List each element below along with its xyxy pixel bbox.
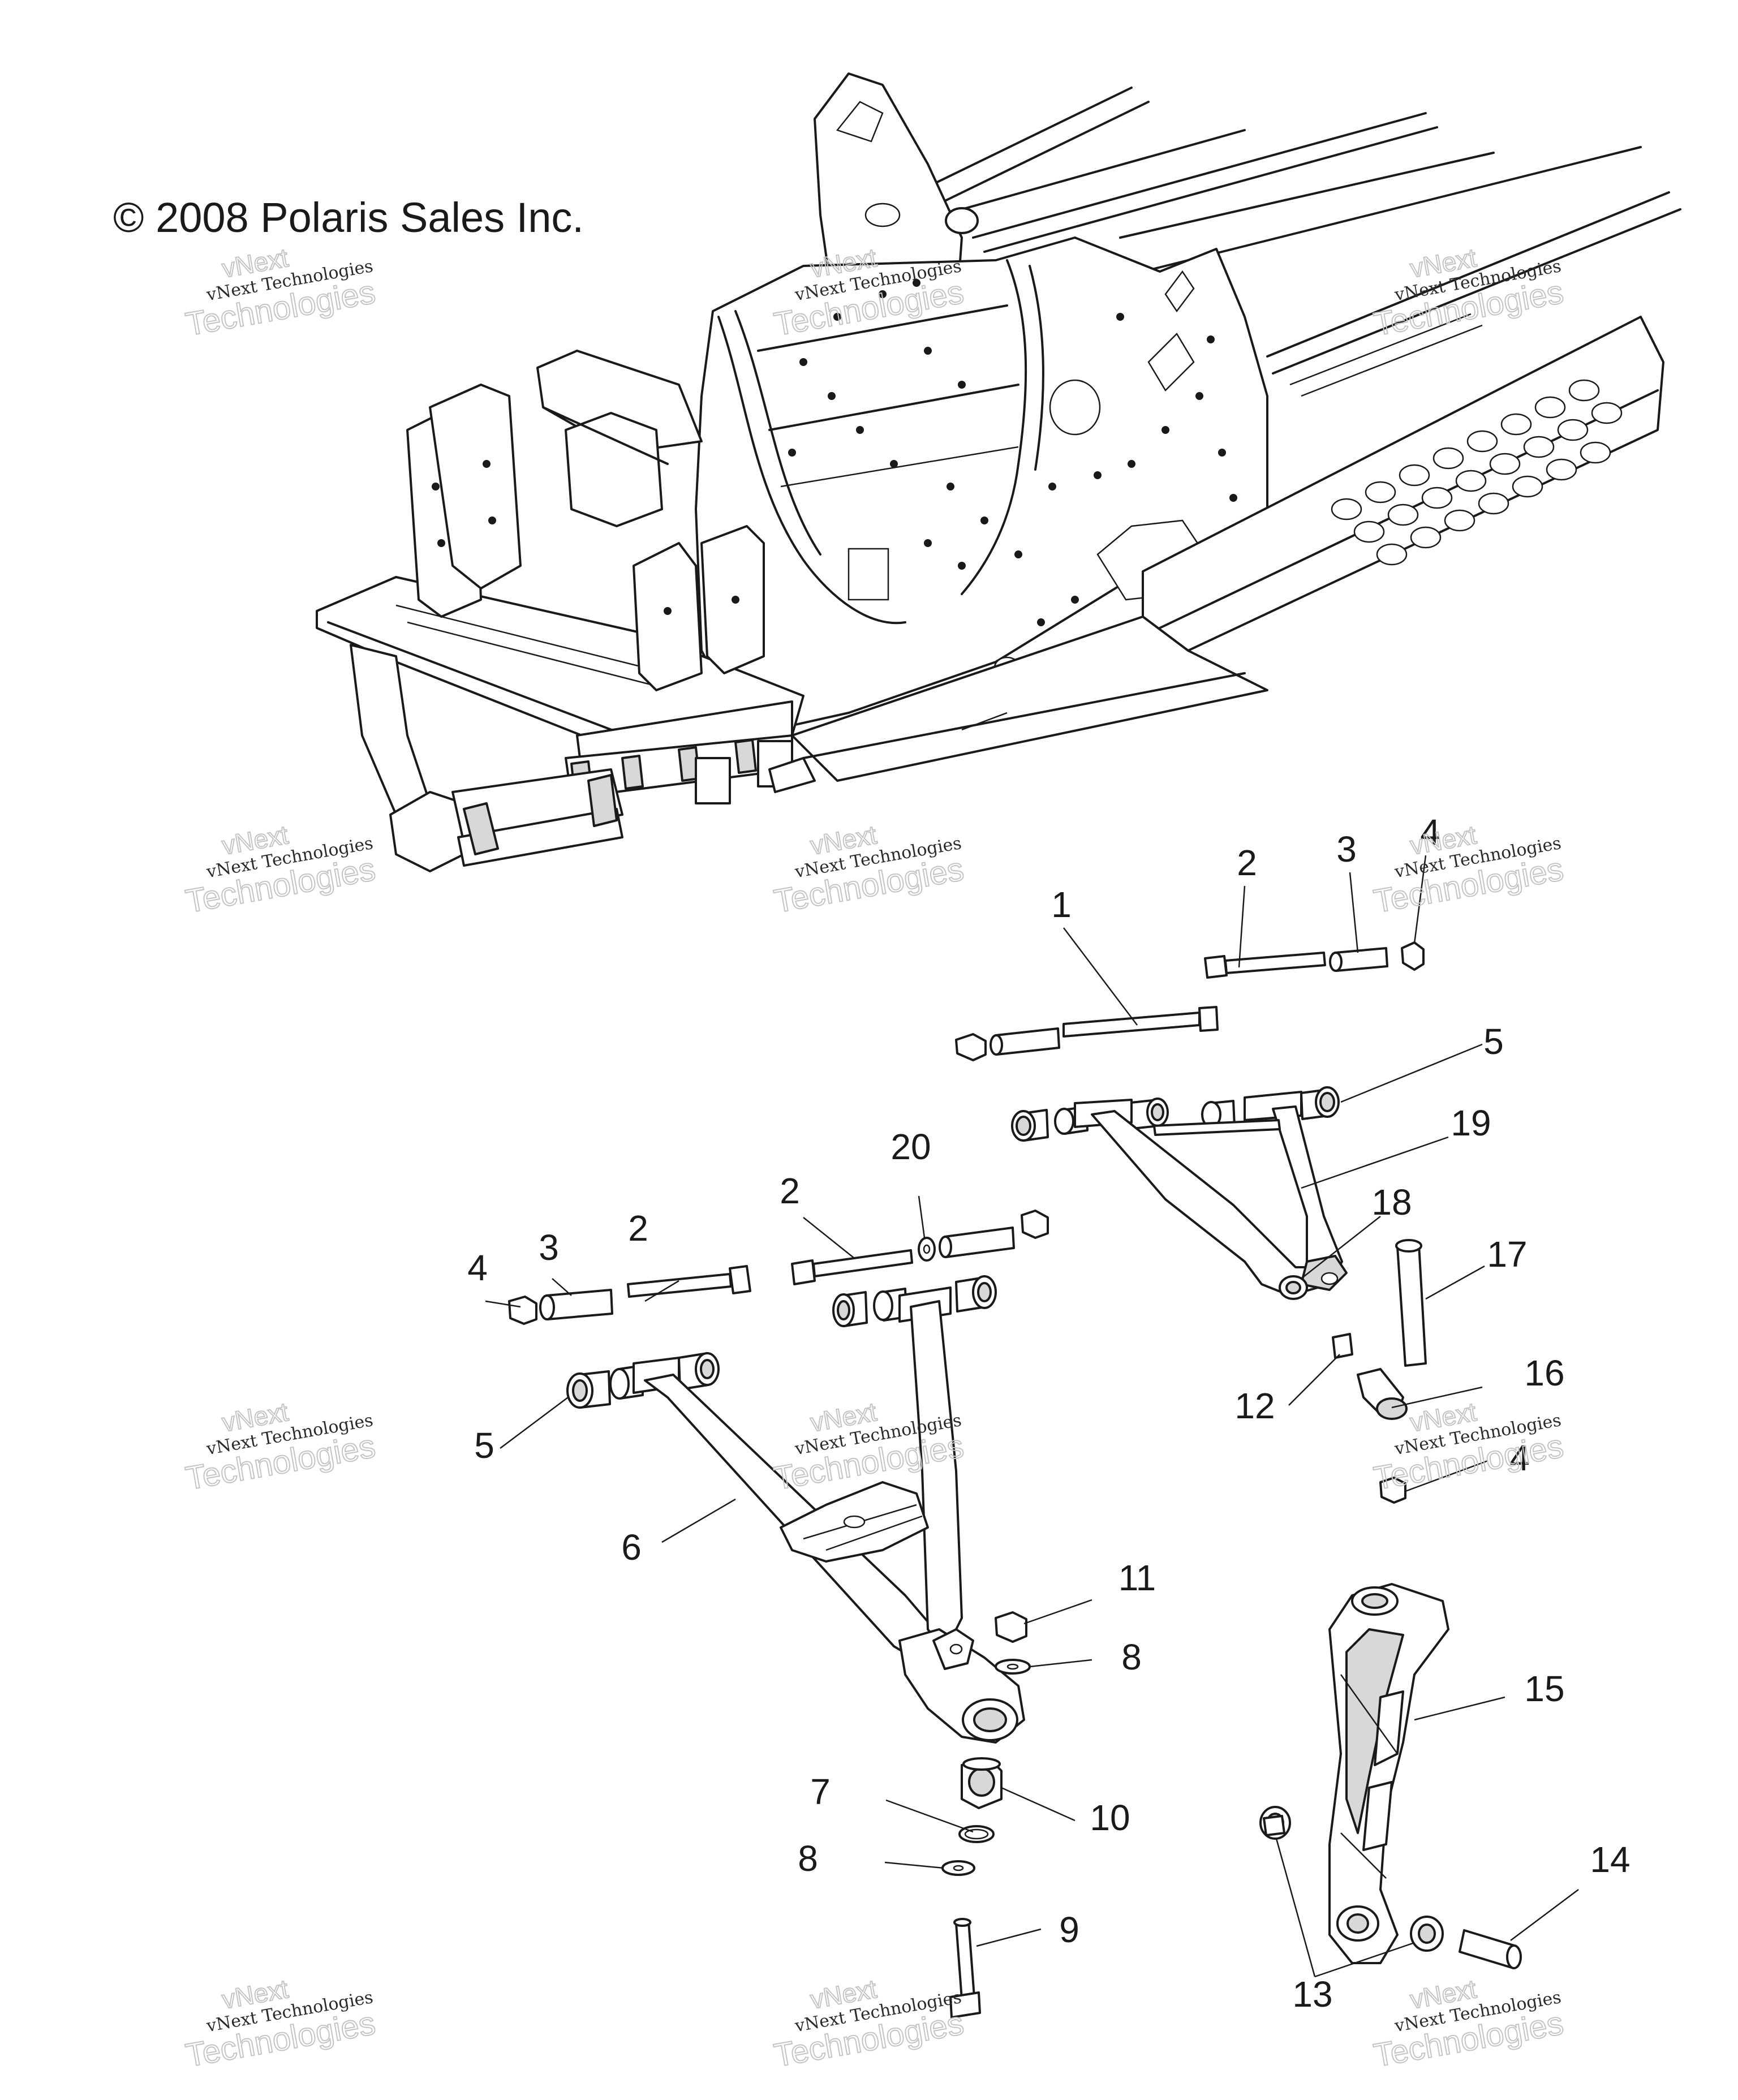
callout-19: 19 (1451, 1103, 1491, 1143)
callout-3-left: 3 (539, 1227, 559, 1268)
spindle-assembly (1259, 1583, 1522, 1969)
callout-16: 16 (1524, 1353, 1564, 1393)
watermark-11: vNext vNext Technologies Technologies (771, 1973, 967, 2075)
callout-8-lower: 8 (798, 1838, 818, 1879)
callout-5-right: 5 (1483, 1021, 1504, 1062)
a-arm-19 (1074, 1091, 1348, 1297)
watermark-1: vNext vNext Technologies Technologies (183, 242, 379, 343)
callout-4-upper: 4 (1420, 812, 1440, 853)
callout-12: 12 (1234, 1385, 1275, 1426)
bolt-2-middle (791, 1249, 913, 1285)
leader-lines (485, 855, 1579, 1978)
bolt-2-upper (1204, 952, 1326, 979)
callout-15: 15 (1524, 1668, 1564, 1709)
right-upper-arm-assembly (955, 941, 1427, 1504)
runningboard-holes (1331, 379, 1623, 566)
callout-18: 18 (1371, 1182, 1412, 1223)
callout-2-middle: 2 (780, 1171, 800, 1211)
callout-11: 11 (1118, 1557, 1156, 1598)
a-arm-6 (633, 1286, 1025, 1744)
callout-6: 6 (621, 1527, 642, 1568)
callout-14: 14 (1590, 1839, 1630, 1880)
callout-10: 10 (1090, 1797, 1130, 1838)
callout-20: 20 (890, 1126, 931, 1167)
copyright-text: © 2008 Polaris Sales Inc. (113, 194, 584, 241)
bolt-1 (1062, 1006, 1219, 1038)
callout-1: 1 (1051, 884, 1072, 925)
left-lower-arm-assembly (508, 1210, 1049, 2019)
watermark-3: vNext vNext Technologies Technologies (1371, 242, 1567, 343)
callout-8-upper: 8 (1121, 1637, 1142, 1677)
watermark-6: vNext vNext Technologies Technologies (1371, 819, 1567, 920)
callout-2-left: 2 (628, 1208, 648, 1249)
callout-9: 9 (1059, 1909, 1079, 1950)
callout-13: 13 (1292, 1974, 1332, 2015)
watermark-10: vNext vNext Technologies Technologies (183, 1973, 379, 2075)
rivet-dots (788, 279, 1237, 626)
callout-4-lower: 4 (1509, 1438, 1530, 1478)
callout-7: 7 (810, 1771, 831, 1812)
callout-17: 17 (1487, 1234, 1527, 1275)
watermark-5: vNext vNext Technologies Technologies (771, 819, 967, 920)
watermark-4: vNext vNext Technologies Technologies (183, 819, 379, 920)
chassis-frame (316, 72, 1681, 872)
callout-2-upper: 2 (1237, 842, 1257, 883)
watermark-7: vNext vNext Technologies Technologies (183, 1396, 379, 1497)
callout-3-upper: 3 (1336, 829, 1357, 870)
bolt-2-left (627, 1265, 751, 1298)
watermarks: vNext vNext Technologies Technologies vN… (183, 242, 1567, 2075)
watermark-12: vNext vNext Technologies Technologies (1371, 1973, 1567, 2075)
callout-5-left: 5 (474, 1425, 494, 1466)
callout-4-left: 4 (467, 1247, 488, 1288)
callout-numbers: 1 2 3 4 5 19 18 17 16 12 4 20 2 2 3 4 5 … (467, 812, 1630, 2015)
